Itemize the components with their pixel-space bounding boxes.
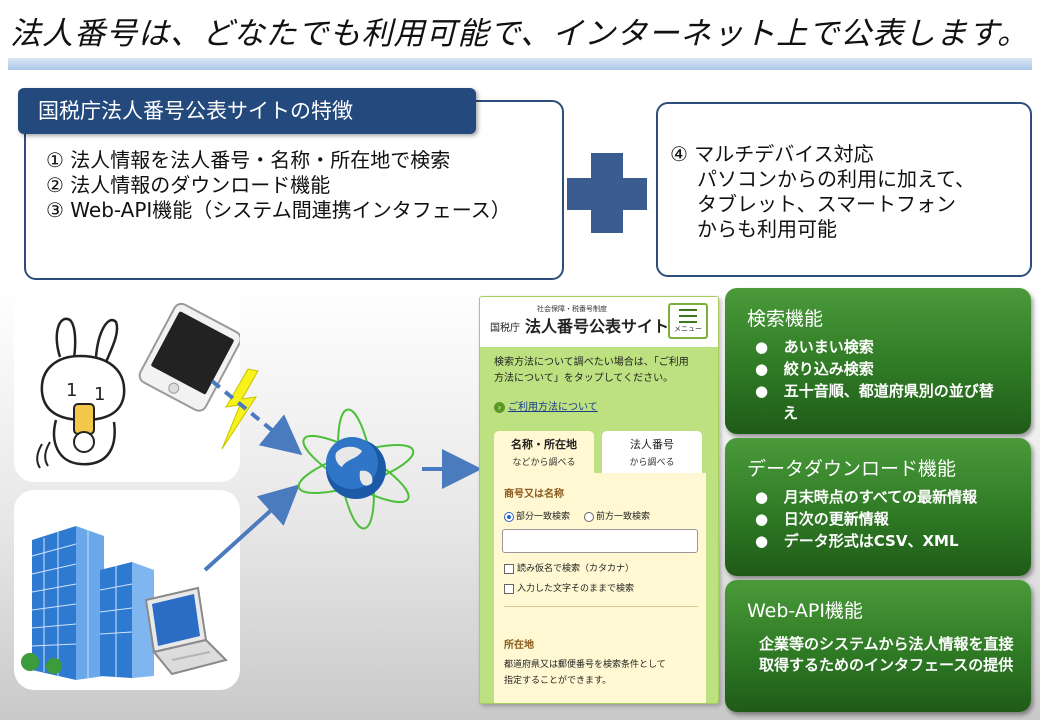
radio-partial-match[interactable]: 部分一致検索 xyxy=(504,511,571,522)
phone-screen: 社会保障・税番号制度 国税庁 法人番号公表サイト メニュー 検索方法について調べ… xyxy=(479,296,719,704)
help-link-label: ご利用方法について xyxy=(508,402,598,413)
connection-diagram xyxy=(203,368,480,572)
device-line-available: からも利用可能 xyxy=(697,217,837,241)
device-line-pc: パソコンからの利用に加えて、 xyxy=(697,167,975,191)
search-feature-item: ● 五十音順、都道府県別の並び替え xyxy=(755,382,994,422)
search-feature-list: ● あいまい検索 ● 絞り込み検索 ● 五十音順、都道府県別の並び替え xyxy=(755,336,1001,424)
download-feature-item: ● 日次の更新情報 xyxy=(755,510,889,528)
download-feature-list: ● 月末時点のすべての最新情報 ● 日次の更新情報 ● データ形式はCSV、XM… xyxy=(755,486,977,552)
features-title: 国税庁法人番号公表サイトの特徴 xyxy=(18,88,476,134)
search-help-text: 検索方法について調べたい場合は、「ご利用 方法について」をタップしてください。 xyxy=(494,355,710,387)
name-field-label: 商号又は名称 xyxy=(504,489,564,500)
office-card xyxy=(14,490,240,690)
site-agency: 国税庁 xyxy=(490,323,520,334)
site-subtitle: 社会保障・税番号制度 xyxy=(537,305,607,313)
tab-corporate-number-sub: から調べる xyxy=(629,458,675,468)
match-mode-group: 部分一致検索 前方一致検索 xyxy=(504,509,650,522)
search-feature-title: 検索機能 xyxy=(747,308,824,330)
api-feature-panel: Web-API機能 企業等のシステムから法人情報を直接取得するためのインタフェー… xyxy=(725,580,1031,712)
address-desc-line2: 指定することができます。 xyxy=(504,676,612,686)
download-feature-item: ● データ形式はCSV、XML xyxy=(755,532,959,550)
search-feature-item: ● あいまい検索 xyxy=(755,338,874,356)
address-description: 都道府県又は郵便番号を検索条件として 指定することができます。 xyxy=(504,657,700,689)
headline-underline xyxy=(8,58,1032,70)
svg-text:1: 1 xyxy=(94,384,105,405)
feature-item-download: ② 法人情報のダウンロード機能 xyxy=(46,173,331,197)
arrow-circle-icon: › xyxy=(494,402,505,413)
laptop-icon xyxy=(144,586,228,676)
radio-prefix-match[interactable]: 前方一致検索 xyxy=(584,511,651,522)
checkbox-exact-label: 入力した文字そのままで検索 xyxy=(517,584,635,594)
search-feature-panel: 検索機能 ● あいまい検索 ● 絞り込み検索 ● 五十音順、都道府県別の並び替え xyxy=(725,288,1031,434)
checkbox-kana-search[interactable]: 読み仮名で検索（カタカナ） xyxy=(504,561,634,574)
api-feature-title: Web-API機能 xyxy=(747,600,863,622)
search-form: 商号又は名称 部分一致検索 前方一致検索 読み仮名で検索（カタカナ） 入力した文字… xyxy=(494,473,706,703)
site-header: 社会保障・税番号制度 国税庁 法人番号公表サイト メニュー xyxy=(480,297,718,347)
svg-text:1: 1 xyxy=(66,380,77,401)
site-name[interactable]: 法人番号公表サイト xyxy=(525,317,670,336)
menu-button[interactable]: メニュー xyxy=(668,303,708,339)
feature-item-search: ① 法人情報を法人番号・名称・所在地で検索 xyxy=(46,148,451,172)
checkbox-exact-search[interactable]: 入力した文字そのままで検索 xyxy=(504,581,634,594)
device-heading: ④ マルチデバイス対応 xyxy=(670,142,874,166)
address-desc-line1: 都道府県又は郵便番号を検索条件として xyxy=(504,660,666,670)
tab-corporate-number[interactable]: 法人番号 から調べる xyxy=(602,431,702,475)
checkbox-kana-label: 読み仮名で検索（カタカナ） xyxy=(517,564,635,574)
radio-selected-icon xyxy=(504,511,514,522)
radio-unselected-icon xyxy=(584,511,595,522)
features-list: ① 法人情報を法人番号・名称・所在地で検索 ② 法人情報のダウンロード機能 ③ … xyxy=(46,148,556,223)
globe-icon xyxy=(297,408,415,530)
search-feature-item-text: 五十音順、都道府県別の並び替え xyxy=(783,382,994,422)
menu-icon-bar xyxy=(679,315,697,317)
download-feature-item-text: 日次の更新情報 xyxy=(783,510,889,528)
download-feature-panel: データダウンロード機能 ● 月末時点のすべての最新情報 ● 日次の更新情報 ● … xyxy=(725,438,1031,576)
plus-icon-bar xyxy=(567,178,647,210)
search-feature-item: ● 絞り込み検索 xyxy=(755,360,874,378)
form-divider xyxy=(504,606,698,607)
help-text-line2: 方法について」をタップしてください。 xyxy=(494,373,674,384)
headline: 法人番号は、どなたでも利用可能で、インターネット上で公表します。 xyxy=(10,16,1030,52)
radio-partial-label: 部分一致検索 xyxy=(516,512,571,522)
office-building-icon xyxy=(21,526,228,680)
download-feature-title: データダウンロード機能 xyxy=(747,458,957,480)
search-feature-item-text: あいまい検索 xyxy=(783,338,874,356)
menu-label: メニュー xyxy=(674,325,702,333)
download-feature-item-text: データ形式はCSV、XML xyxy=(783,532,959,550)
download-feature-item: ● 月末時点のすべての最新情報 xyxy=(755,488,978,506)
lightning-icon xyxy=(221,368,259,450)
help-text-line1: 検索方法について調べたい場合は、「ご利用 xyxy=(494,357,689,368)
tab-name-address-label: 名称・所在地 xyxy=(511,438,577,451)
name-search-input[interactable] xyxy=(502,529,698,553)
search-feature-item-text: 絞り込み検索 xyxy=(783,360,874,378)
feature-item-api: ③ Web-API機能（システム間連携インタフェース） xyxy=(46,198,511,222)
checkbox-icon xyxy=(504,563,514,574)
download-feature-item-text: 月末時点のすべての最新情報 xyxy=(783,488,978,506)
radio-prefix-label: 前方一致検索 xyxy=(596,512,651,522)
checkbox-icon xyxy=(504,583,514,594)
help-link[interactable]: ›ご利用方法について xyxy=(494,398,598,413)
tab-name-address[interactable]: 名称・所在地 などから調べる xyxy=(494,431,594,475)
tab-name-address-sub: などから調べる xyxy=(512,458,576,468)
api-feature-description: 企業等のシステムから法人情報を直接取得するためのインタフェースの提供 xyxy=(759,635,1014,674)
tab-corporate-number-label: 法人番号 xyxy=(630,438,674,451)
device-line-tablet: タブレット、スマートフォン xyxy=(697,192,956,216)
multi-device-box: ④ マルチデバイス対応 パソコンからの利用に加えて、 タブレット、スマートフォン… xyxy=(656,102,1032,277)
menu-icon-bar xyxy=(679,321,697,323)
menu-icon xyxy=(679,309,697,311)
address-field-label: 所在地 xyxy=(504,640,534,651)
